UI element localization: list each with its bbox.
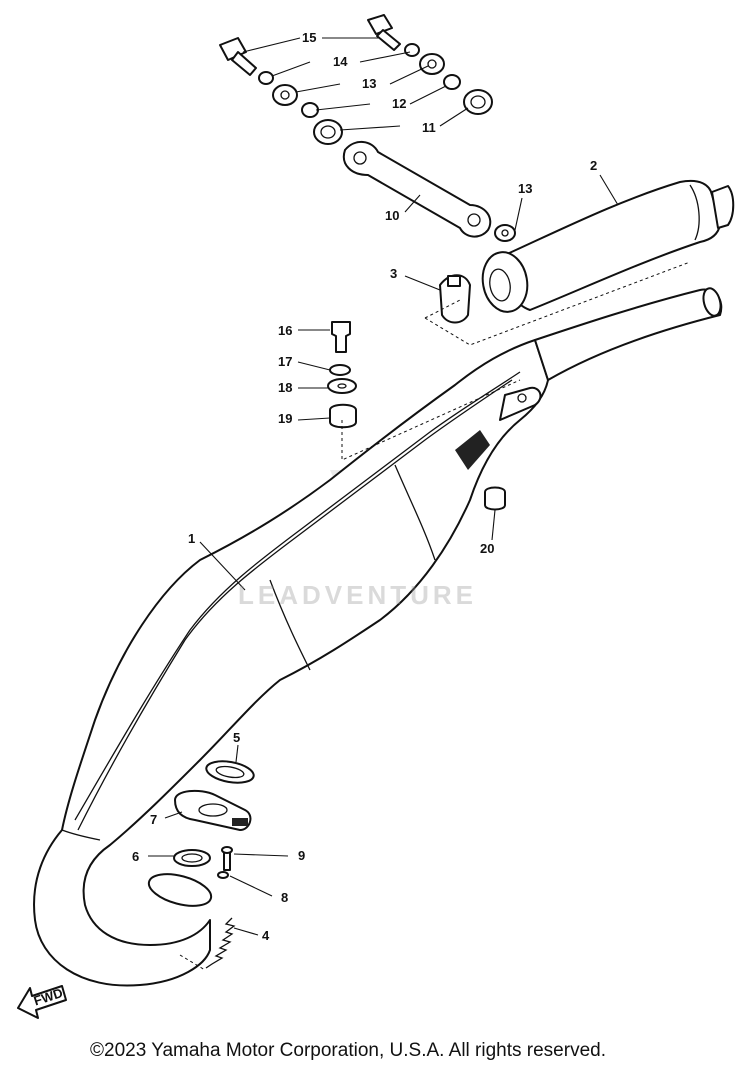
expansion-chamber-pipe: [33, 287, 723, 987]
callout-16: 16: [278, 323, 292, 338]
collars: [301, 74, 461, 118]
callout-labels: 1 2 3 4 5 6 7 8 9 10 11 12 13 13 14 15 1…: [132, 30, 597, 943]
callout-9: 9: [298, 848, 305, 863]
watermark-text: LEADVENTURE: [238, 580, 478, 610]
callout-1: 1: [188, 531, 195, 546]
stay-bracket: [342, 141, 492, 238]
flange-bolt: [217, 846, 233, 879]
callout-14: 14: [333, 54, 348, 69]
callout-10: 10: [385, 208, 399, 223]
callout-3: 3: [390, 266, 397, 281]
callout-19: 19: [278, 411, 292, 426]
leader-lines: [148, 37, 619, 936]
callout-8: 8: [281, 890, 288, 905]
damper: [484, 486, 506, 511]
callout-4: 4: [262, 928, 270, 943]
copyright-notice: ©2023 Yamaha Motor Corporation, U.S.A. A…: [90, 1040, 606, 1061]
callout-20: 20: [480, 541, 494, 556]
washers: [272, 53, 516, 242]
callout-13b: 13: [518, 181, 532, 196]
gasket: [205, 760, 255, 784]
callout-18: 18: [278, 380, 292, 395]
callout-17: 17: [278, 354, 292, 369]
silencer: [481, 179, 735, 313]
exhaust-flange: [174, 789, 252, 831]
callout-5: 5: [233, 730, 240, 745]
forward-direction-arrow: FWD: [17, 985, 67, 1019]
clamp: [424, 261, 691, 346]
callout-6: 6: [132, 849, 139, 864]
bolts: [219, 14, 401, 76]
callout-7: 7: [150, 812, 157, 827]
mounting-hardware: [327, 321, 521, 461]
callout-11: 11: [422, 120, 436, 135]
callout-15: 15: [302, 30, 316, 45]
callout-12: 12: [392, 96, 406, 111]
grommets: [313, 89, 493, 145]
o-ring: [173, 849, 211, 867]
callout-13a: 13: [362, 76, 376, 91]
callout-2: 2: [590, 158, 597, 173]
lock-washers: [258, 43, 420, 85]
spring: [179, 917, 236, 971]
